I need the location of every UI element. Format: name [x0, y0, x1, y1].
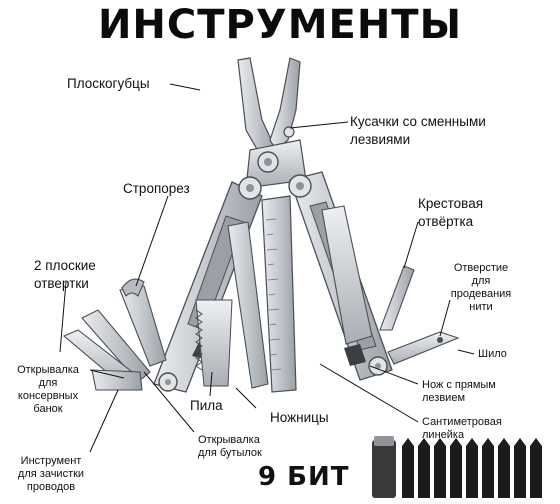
label-ruler-line2: линейка: [422, 429, 465, 441]
label-bottle-line2: для бутылок: [198, 447, 262, 459]
ruler-handle: [261, 195, 297, 393]
label-cross-line1: Крестовая: [418, 196, 484, 211]
bit-set: [372, 436, 542, 498]
knife-blade: [321, 205, 373, 345]
left-fold-tools: [62, 278, 167, 391]
label-hole-line3: продевания: [450, 288, 512, 300]
label-bits: 9 БИТ: [258, 462, 350, 492]
label-bottle-line1: Открывалка: [198, 434, 260, 446]
saw-blade: [195, 299, 233, 387]
label-knife-line1: Нож с прямым: [422, 379, 496, 391]
label-hole-line4: нити: [469, 301, 493, 313]
label-can-line3: консервных: [17, 390, 79, 402]
label-strap-cutter: Стропорез: [123, 181, 190, 196]
label-can-line4: банок: [33, 403, 63, 415]
label-strip-line2: для зачистки: [17, 468, 85, 480]
leader-lines: [59, 83, 475, 453]
pliers-jaws: [237, 57, 307, 189]
label-knife-line2: лезвием: [422, 392, 466, 404]
page-title: ИНСТРУМЕНТЫ: [97, 2, 463, 48]
label-saw: Пила: [190, 398, 223, 413]
label-scissors: Ножницы: [270, 410, 329, 425]
scissors: [227, 221, 269, 389]
label-flat-line1: 2 плоские: [34, 258, 96, 273]
label-pliers: Плоскогубцы: [67, 76, 150, 91]
label-ruler-line1: Сантиметровая: [422, 416, 502, 428]
label-flat-line2: отвертки: [34, 276, 89, 291]
label-hole-line1: Отверстие: [453, 262, 509, 274]
label-strip-line1: Инструмент: [20, 455, 82, 467]
right-fold-tools: [379, 265, 460, 365]
label-can-line1: Открывалка: [17, 364, 79, 376]
label-cross-line2: отвёртка: [418, 214, 474, 229]
label-strip-line3: проводов: [26, 481, 76, 493]
label-cutters-line2: лезвиями: [350, 132, 411, 147]
label-can-line2: для: [38, 377, 58, 389]
label-awl: Шило: [478, 348, 507, 360]
label-hole-line2: для: [471, 275, 491, 287]
label-cutters-line1: Кусачки со сменными: [350, 114, 486, 129]
